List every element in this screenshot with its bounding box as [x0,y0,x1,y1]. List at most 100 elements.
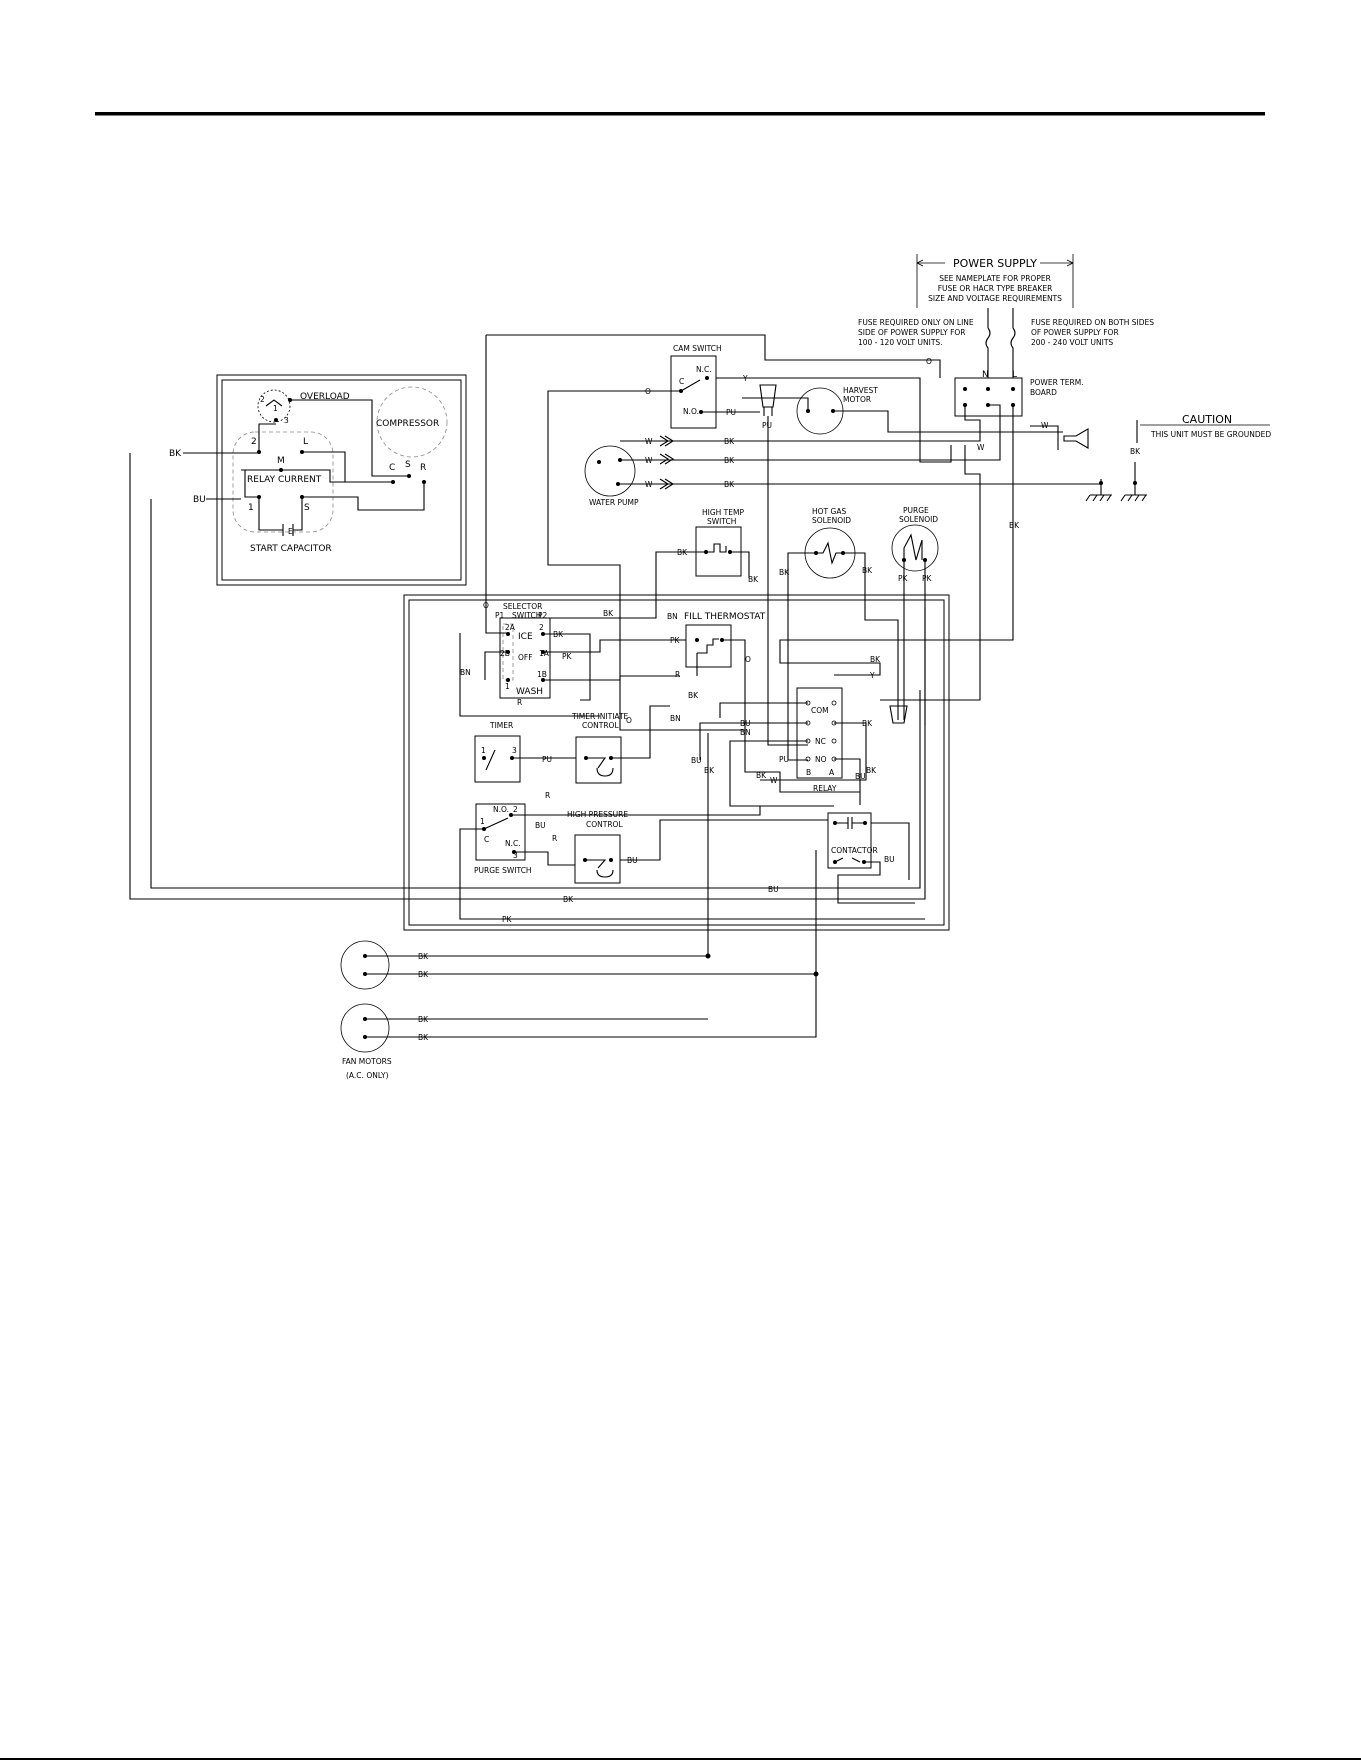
svg-text:N.C.: N.C. [505,839,521,848]
svg-text:BK: BK [418,952,429,961]
power-supply-title: POWER SUPPLY [953,257,1037,270]
svg-text:MOTOR: MOTOR [843,395,871,404]
svg-text:PK: PK [670,636,681,645]
svg-text:C: C [679,377,684,386]
svg-text:HARVEST: HARVEST [843,386,878,395]
svg-text:1: 1 [480,817,485,826]
svg-text:(A.C. ONLY): (A.C. ONLY) [346,1071,389,1080]
power-supply-block: POWER SUPPLY SEE NAMEPLATE FOR PROPER FU… [858,254,1154,380]
svg-text:BK: BK [688,691,699,700]
svg-text:C: C [484,835,489,844]
relay-current-label: RELAY CURRENT [247,475,322,485]
svg-text:BK: BK [603,609,614,618]
svg-text:3: 3 [512,746,517,755]
svg-text:PK: PK [562,652,573,661]
svg-text:O: O [645,387,651,396]
selector-switch: SELECTOR SWITCH P1 P2 2A 2 ICE 2B OFF 1A… [495,602,551,699]
svg-text:E: E [288,527,293,536]
svg-text:R: R [517,698,522,707]
svg-text:HIGH TEMP: HIGH TEMP [702,508,744,517]
svg-text:RELAY: RELAY [813,784,837,793]
purge-switch-label: PURGE SWITCH [474,866,532,875]
svg-text:NO: NO [815,755,827,764]
start-capacitor-label: START CAPACITOR [250,544,332,554]
svg-text:3: 3 [284,416,289,425]
caution-title: CAUTION [1182,413,1232,426]
n-label: N [982,370,989,380]
purge-solenoid: PURGE SOLENOID [891,506,939,572]
svg-text:BU: BU [193,495,206,505]
svg-text:N.O.: N.O. [493,805,509,814]
power-supply-note-1: SEE NAMEPLATE FOR PROPER [939,274,1051,283]
fill-thermostat: FILL THERMOSTAT [684,612,766,668]
svg-text:BN: BN [460,668,471,677]
svg-text:PK: PK [922,574,933,583]
timer-contact-icon [485,749,496,771]
svg-text:Y: Y [742,374,748,383]
svg-text:1: 1 [248,503,254,513]
svg-text:BK: BK [862,719,873,728]
wires [129,334,1101,1038]
header-rule [95,112,1265,116]
svg-text:R: R [675,670,680,679]
contactor: CONTACTOR [827,812,878,869]
water-pump: WATER PUMP [584,435,675,507]
svg-text:BK: BK [866,766,877,775]
fuse-note-right-3: 200 - 240 VOLT UNITS [1031,338,1113,347]
overload-label: OVERLOAD [300,392,350,402]
svg-text:BN: BN [740,728,751,737]
power-supply-note-3: SIZE AND VOLTAGE REQUIREMENTS [928,294,1062,303]
svg-text:W: W [645,456,653,465]
power-term-label-1: POWER TERM. [1030,378,1084,387]
svg-text:BK: BK [724,456,735,465]
fan-motor-1-icon [340,940,390,990]
svg-text:SWITCH: SWITCH [512,611,541,620]
svg-text:CONTACTOR: CONTACTOR [831,846,878,855]
svg-text:O: O [626,716,632,725]
svg-text:BK: BK [870,655,881,664]
svg-text:O: O [483,601,489,610]
svg-text:N.C.: N.C. [696,365,712,374]
svg-text:PU: PU [779,755,789,764]
svg-text:SWITCH: SWITCH [707,517,736,526]
svg-text:FAN MOTORS: FAN MOTORS [342,1057,392,1066]
svg-text:BK: BK [724,437,735,446]
svg-text:N.O.: N.O. [683,407,699,416]
fill-thermostat-icon [697,638,719,654]
svg-text:BK: BK [169,449,182,459]
caution-block: CAUTION THIS UNIT MUST BE GROUNDED [1063,413,1271,449]
svg-text:A: A [829,768,835,777]
svg-text:1A: 1A [539,649,550,658]
svg-text:BK: BK [677,548,688,557]
svg-text:BU: BU [691,756,702,765]
svg-text:PK: PK [898,574,909,583]
svg-text:ICE: ICE [518,632,533,642]
svg-text:2A: 2A [505,623,516,632]
fuse-note-left-1: FUSE REQUIRED ONLY ON LINE [858,318,974,327]
svg-text:L: L [303,437,308,447]
hot-gas-solenoid: HOT GAS SOLENOID [804,507,856,579]
svg-text:C: C [389,463,395,473]
svg-text:BU: BU [627,856,638,865]
svg-text:WASH: WASH [516,687,543,697]
svg-text:BK: BK [563,895,574,904]
svg-text:COM: COM [811,706,829,715]
fuse-note-right-2: OF POWER SUPPLY FOR [1031,328,1119,337]
high-temp-switch: HIGH TEMP SWITCH [695,508,744,577]
compressor-label: COMPRESSOR [376,419,439,429]
l-label: L [1012,370,1017,380]
svg-text:3: 3 [513,851,518,860]
svg-text:BK: BK [756,771,767,780]
svg-text:BK: BK [862,566,873,575]
svg-text:BK: BK [553,630,564,639]
svg-text:BU: BU [884,855,895,864]
svg-text:OFF: OFF [518,653,533,662]
timer: TIMER 1 3 [474,721,521,783]
ground-symbols [1085,462,1147,502]
high-pressure-icon [585,859,614,878]
svg-text:2B: 2B [500,649,510,658]
fan-motors: FAN MOTORS (A.C. ONLY) [340,940,392,1080]
svg-text:BU: BU [740,719,751,728]
svg-text:S: S [304,503,310,513]
